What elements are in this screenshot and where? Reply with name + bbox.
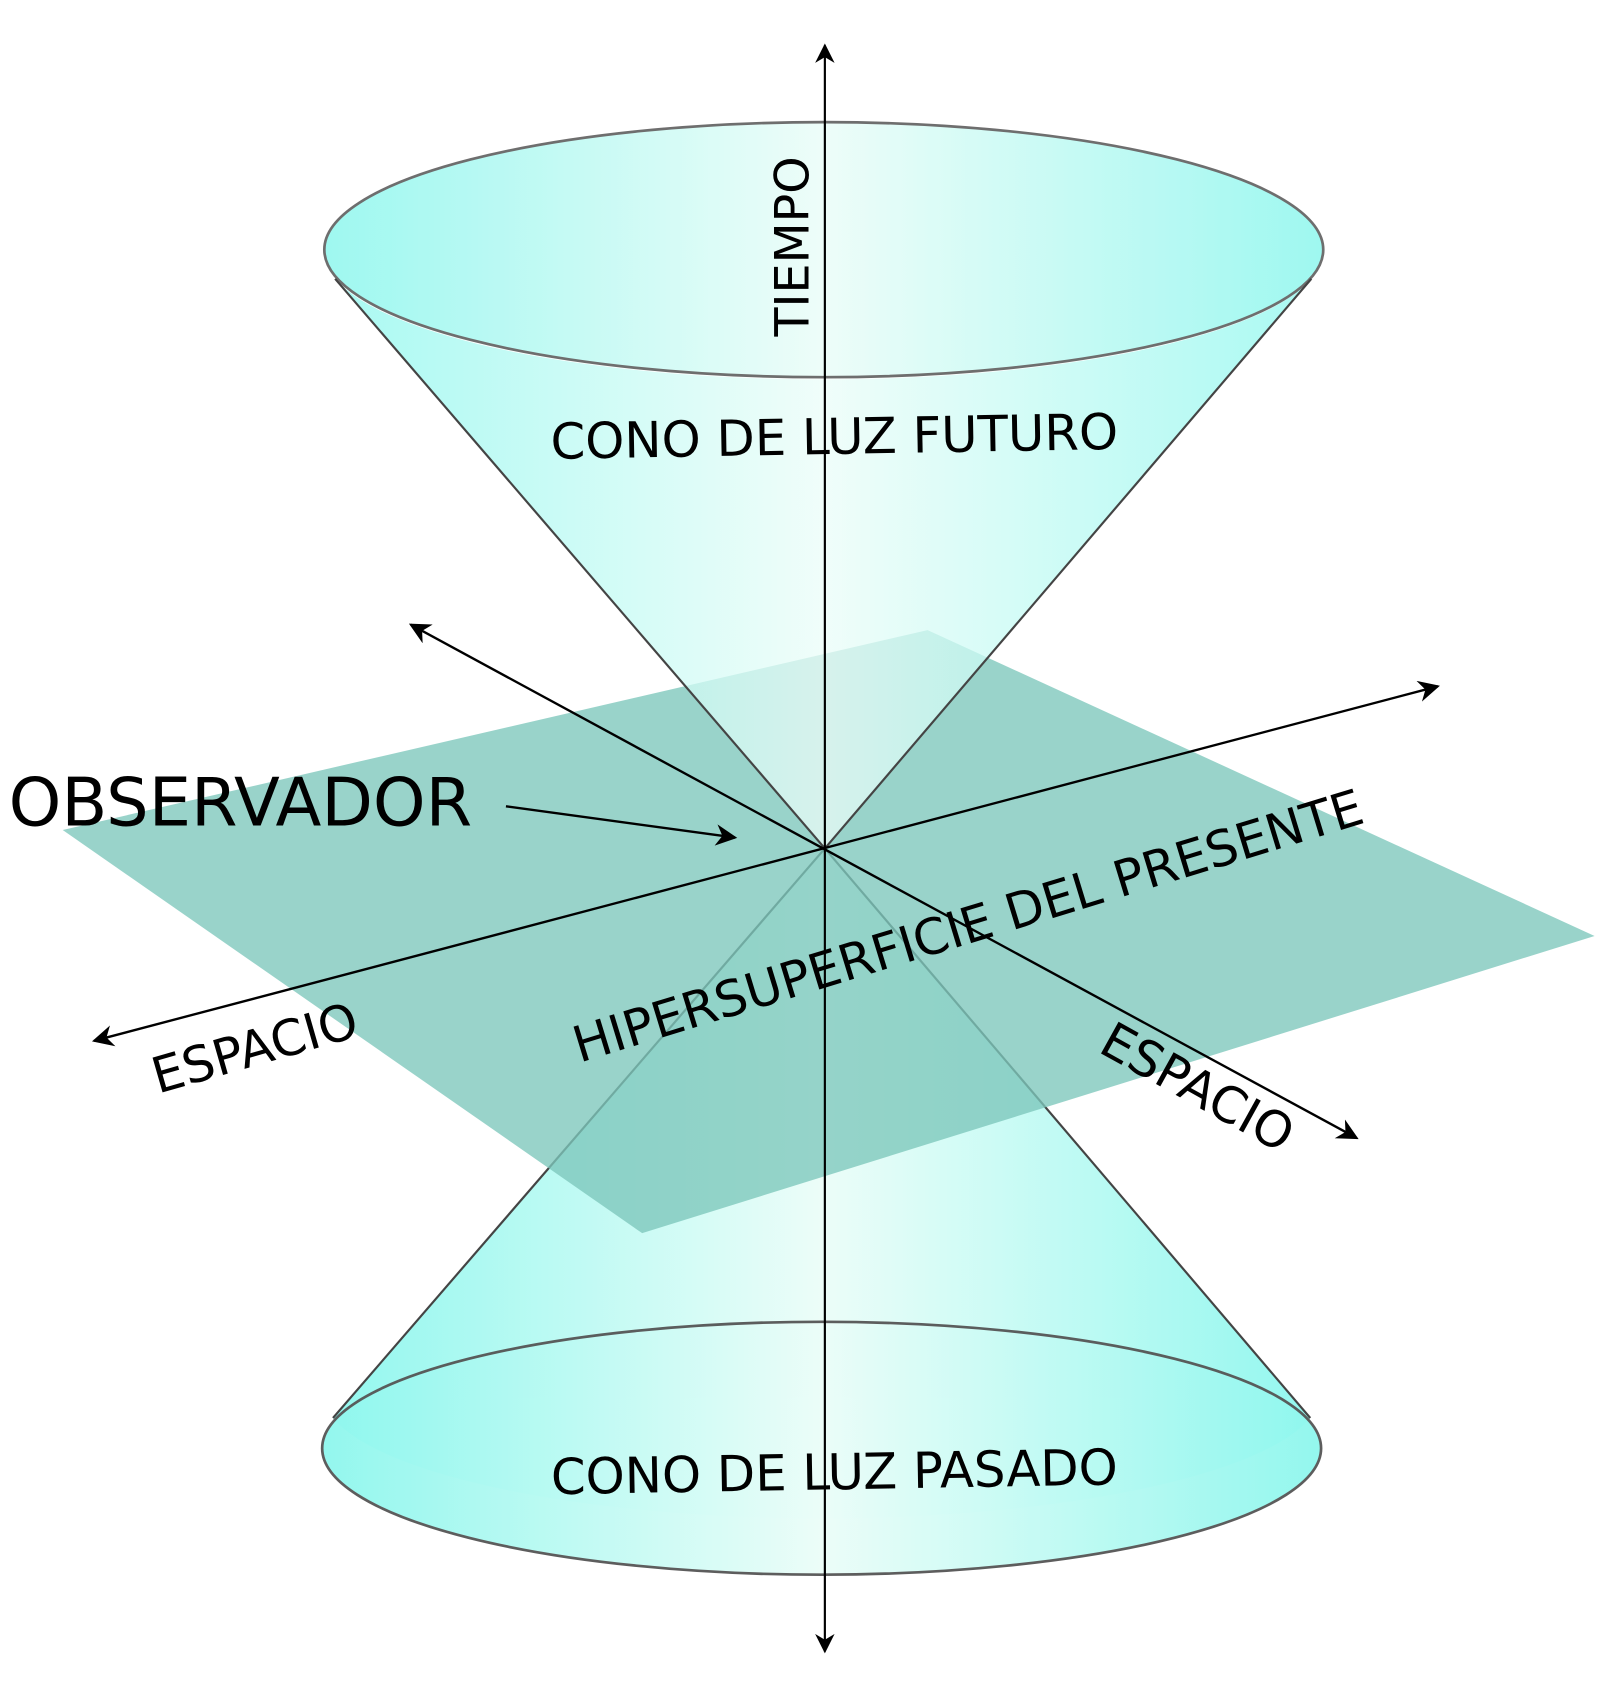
space-left-label: ESPACIO: [145, 991, 364, 1105]
past-cone-label: CONO DE LUZ PASADO: [550, 1438, 1118, 1506]
observer-label: OBSERVADOR: [9, 764, 473, 842]
future-cone-label: CONO DE LUZ FUTURO: [550, 403, 1119, 471]
time-axis-label: TIEMPO: [766, 156, 821, 337]
space-axis-2: [408, 623, 1359, 1140]
observer-arrow: [505, 805, 738, 846]
